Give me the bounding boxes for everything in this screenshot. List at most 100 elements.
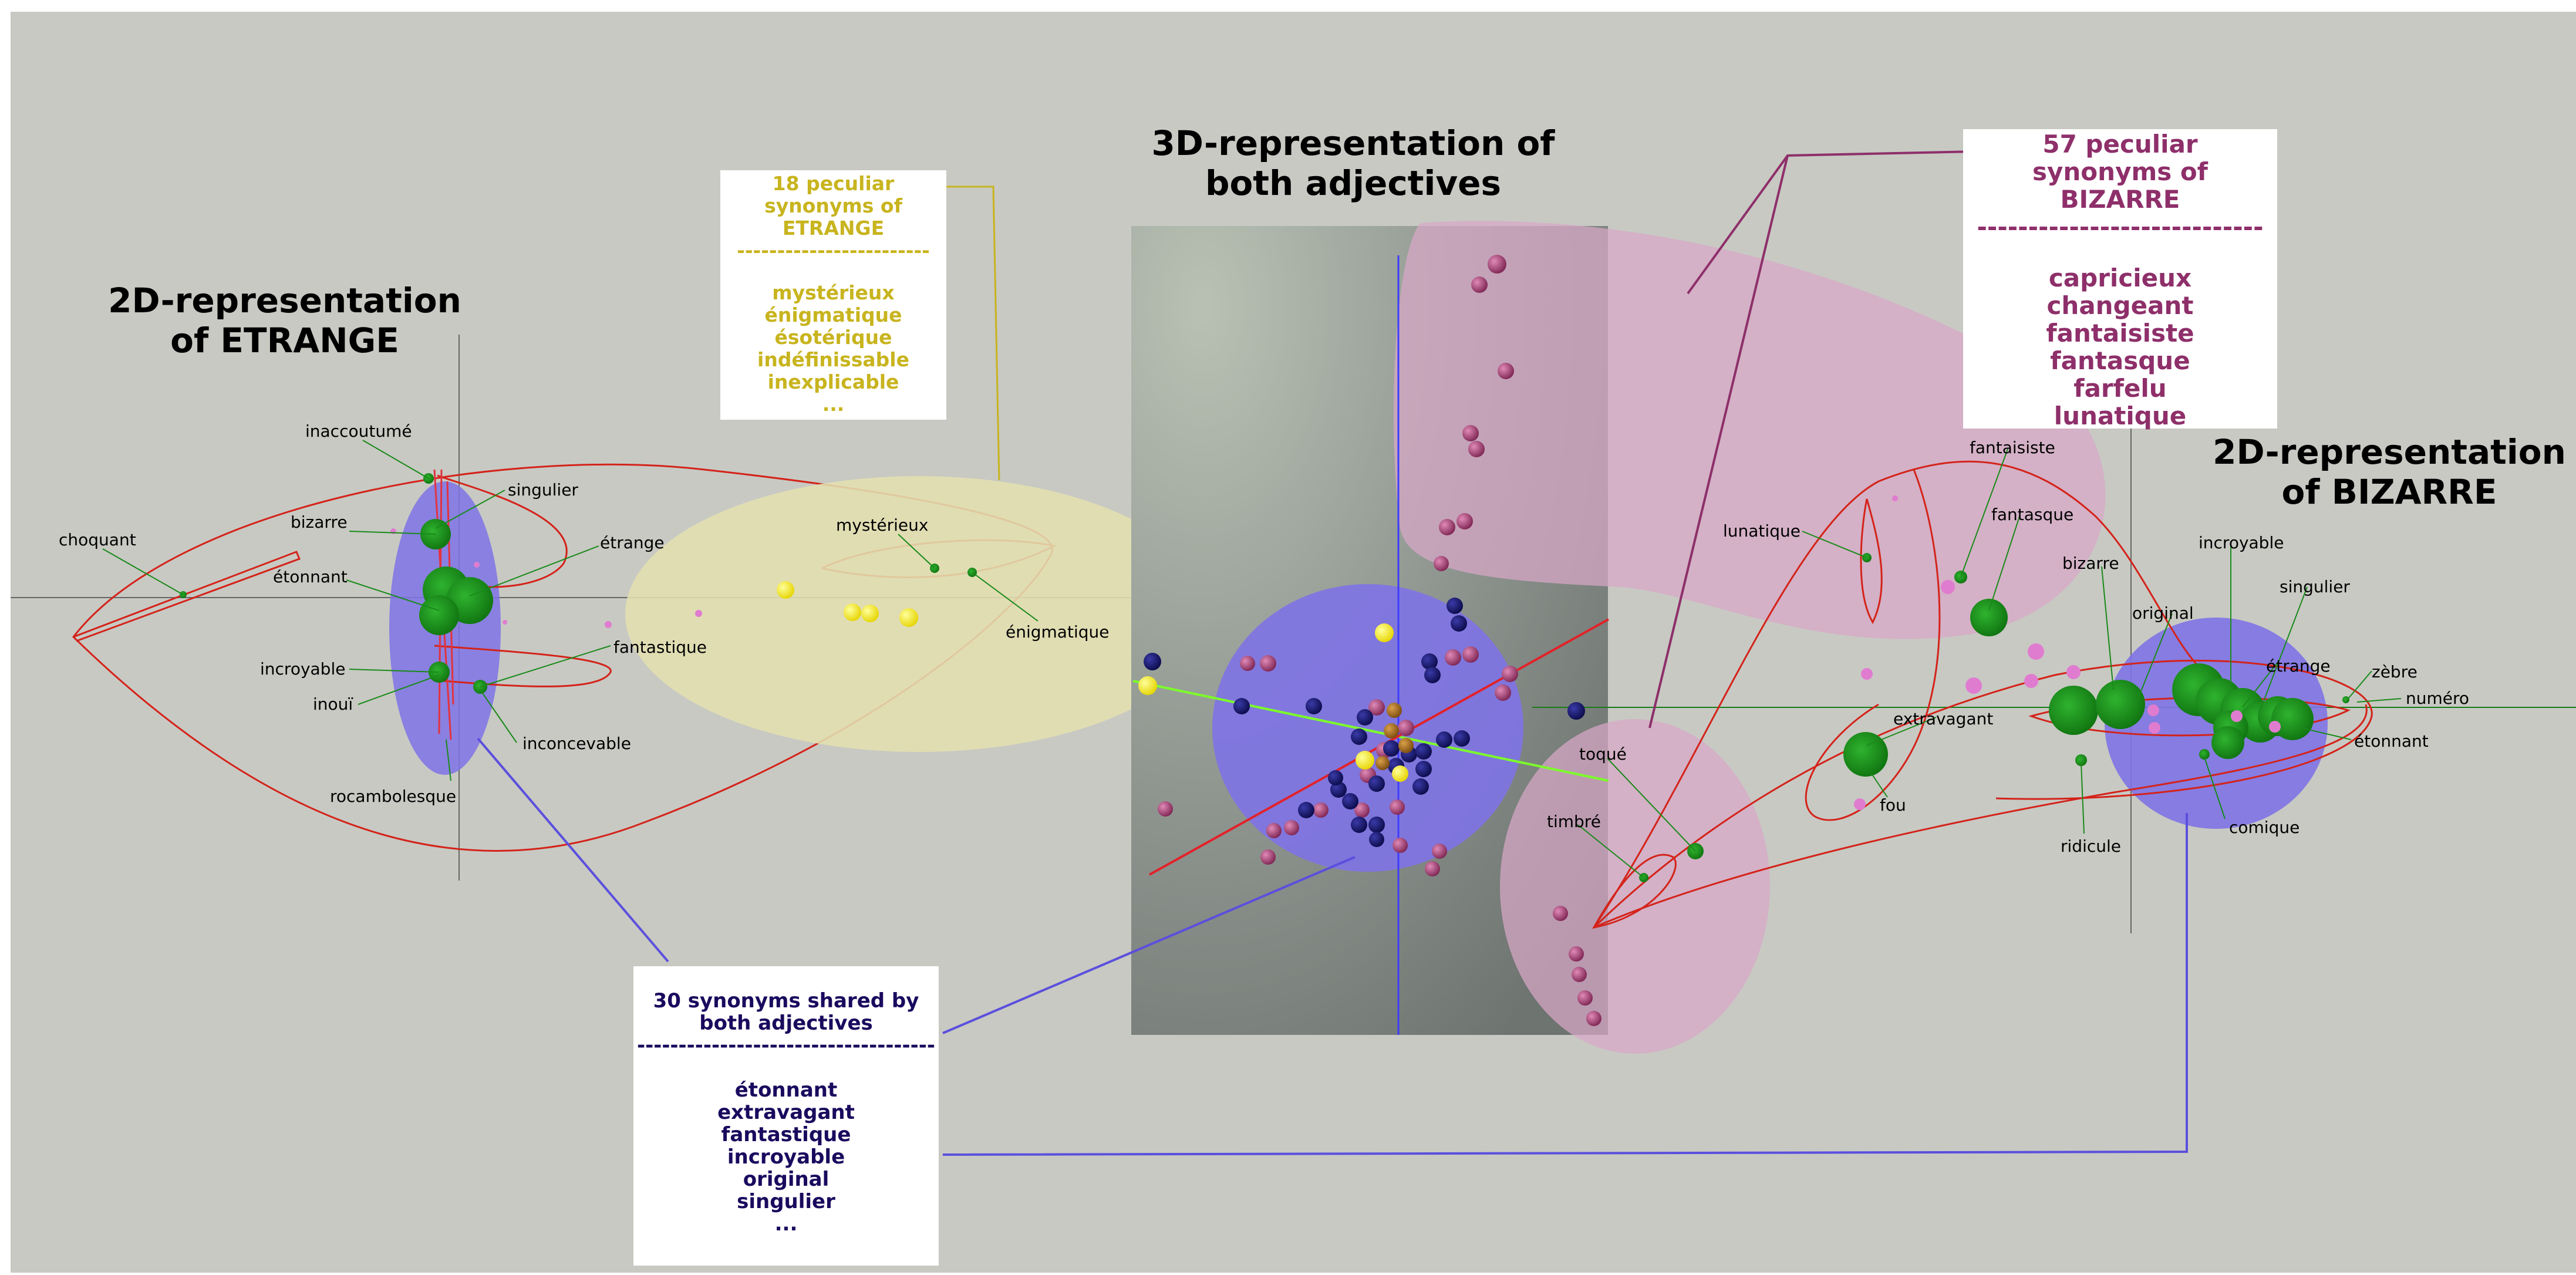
bizarre-word-point: [2199, 749, 2210, 760]
word-label: étonnant: [2354, 731, 2429, 751]
bizarre-peculiar-cluster-upper: [1393, 221, 2106, 639]
bizarre-word-point: [2075, 754, 2087, 766]
heading-line: of BIZARRE: [2281, 472, 2497, 512]
3d-shared-cluster: [1212, 584, 1523, 872]
etrange-word-point: [419, 595, 459, 635]
box-item: capricieux: [2048, 264, 2192, 292]
3d-bizarre-point: [1260, 655, 1276, 672]
label-leader-line: [1871, 773, 1888, 798]
word-label: bizarre: [291, 512, 348, 532]
bizarre-peculiar-point: [1941, 580, 1955, 594]
box-item: changeant: [2046, 291, 2194, 320]
box-title-line: 18 peculiar: [772, 172, 895, 195]
word-points: [180, 255, 2349, 1026]
box-item: ...: [822, 393, 845, 416]
box-title-line: synonyms of: [764, 194, 902, 217]
label-leader-line: [435, 490, 505, 529]
3d-bizarre-point: [1462, 425, 1479, 441]
3d-shared-point: [1421, 653, 1438, 670]
box-item: extravagant: [717, 1101, 855, 1124]
3d-shared-point: [1447, 598, 1463, 614]
pink-speck: [695, 610, 702, 617]
word-label: incroyable: [260, 659, 346, 679]
3d-bizarre-point: [1468, 441, 1485, 457]
3d-bizarre-point: [1586, 1011, 1601, 1026]
box-item: fantasque: [2050, 346, 2190, 375]
heading-line: 3D-representation of: [1151, 123, 1555, 163]
word-label: inconcevable: [522, 734, 631, 753]
3d-bizarre-point: [1398, 720, 1414, 736]
3d-shared-point: [1328, 770, 1343, 785]
bizarre-word-point: [2211, 726, 2244, 759]
word-label: singulier: [2280, 577, 2350, 596]
box-title-line: synonyms of: [2032, 157, 2208, 186]
3d-bizarre-point: [1390, 800, 1405, 815]
3d-bizarre-point: [1495, 684, 1511, 701]
3d-shared-point: [1384, 723, 1399, 738]
label-leader-line: [1577, 824, 1644, 878]
label-leader-line: [2204, 757, 2226, 819]
3d-shared-point: [1233, 698, 1250, 714]
3d-shared-point: [1330, 781, 1347, 798]
bizarre-peculiar-cluster-lower: [1500, 719, 1770, 1054]
label-leader-line: [346, 579, 440, 611]
label-leader-line: [469, 545, 599, 596]
bizarre-peculiar-point: [2231, 710, 2243, 722]
3d-bizarre-point: [1577, 990, 1593, 1006]
3d-bizarre-point: [1471, 276, 1488, 293]
etrange-box-connector: [929, 185, 1000, 481]
label-leader-line: [1802, 531, 1867, 558]
label-leader-line: [349, 669, 440, 673]
label-leader-line: [2301, 727, 2352, 740]
label-leader-line: [1866, 717, 1937, 746]
3d-bizarre-point: [1572, 967, 1587, 982]
word-label: timbré: [1547, 812, 1601, 831]
3d-bizarre-point: [1354, 802, 1370, 818]
3d-shared-point: [1567, 702, 1585, 720]
etrange-peculiar-point: [899, 608, 918, 627]
bizarre-peculiar-point: [2024, 674, 2038, 688]
word-label: numéro: [2406, 689, 2470, 708]
word-label: fantastique: [613, 638, 707, 657]
bizarre-peculiar-point: [1861, 668, 1873, 680]
pink-speck: [503, 620, 507, 625]
word-label: lunatique: [1723, 521, 1800, 541]
heading-bizarre-2d: 2D-representation of BIZARRE: [2207, 432, 2571, 512]
word-label: comique: [2229, 818, 2300, 837]
label-leader-line: [2356, 698, 2402, 703]
box-item: lunatique: [2054, 402, 2187, 430]
label-leader-line: [102, 548, 184, 595]
3d-bizarre-point: [1240, 656, 1255, 671]
3d-bizarre-point: [1456, 513, 1473, 529]
heading-etrange-2d: 2D-representation of ETRANGE: [88, 281, 481, 360]
box-item: singulier: [737, 1190, 835, 1213]
label-leader-line: [1607, 758, 1696, 852]
bizarre-box-connector-b: [1648, 155, 1789, 728]
box-title-line: both adjectives: [699, 1011, 873, 1035]
word-label: fantasque: [1991, 505, 2074, 524]
3d-bizarre-point: [1432, 844, 1447, 859]
3d-shared-point: [1306, 698, 1322, 714]
word-label: choquant: [59, 530, 136, 549]
box-item: ...: [774, 1212, 798, 1236]
etrange-peculiar-cluster: [625, 476, 1212, 752]
bizarre-peculiar-point: [1854, 798, 1866, 810]
shared-connector-3d: [942, 856, 1356, 1034]
box-separator: ------------------------: [737, 240, 930, 262]
3d-bizarre-point: [1266, 823, 1282, 838]
label-leader-line: [2101, 566, 2114, 690]
3d-bizarre-point: [1553, 906, 1568, 921]
shared-synonyms-box: 30 synonyms shared by both adjectives --…: [633, 966, 939, 1266]
word-label: étonnant: [273, 567, 348, 586]
3d-etrange-point: [1375, 623, 1394, 642]
3d-shared-point: [1436, 731, 1452, 748]
label-leader-line: [480, 645, 611, 687]
word-label: original: [2132, 603, 2194, 623]
3d-shared-point: [1387, 703, 1402, 718]
3d-bizarre-point: [1392, 838, 1408, 853]
3d-bizarre-point: [1502, 666, 1518, 682]
bizarre-peculiar-point: [2028, 643, 2044, 660]
3d-shared-point: [1424, 667, 1441, 683]
bizarre-word-point: [1970, 599, 2008, 636]
